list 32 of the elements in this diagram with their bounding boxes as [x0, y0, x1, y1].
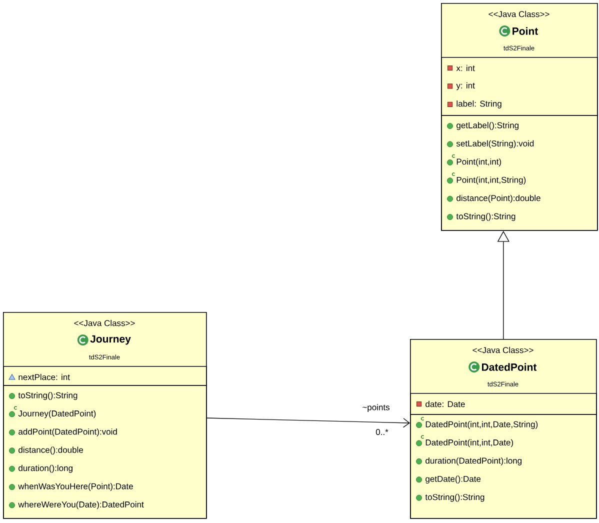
- method-text: toString():String: [18, 392, 78, 400]
- attribute-text: date: Date: [426, 400, 465, 408]
- attribute-text: label: String: [456, 100, 502, 108]
- method-text: toString():String: [456, 213, 516, 221]
- attribute-text: x: int: [456, 64, 475, 72]
- method-text: distance(Point):double: [456, 194, 540, 203]
- stereotype-label: <<Java Class>>: [74, 320, 135, 326]
- method-text: distance():double: [18, 446, 84, 455]
- class-name: DatedPoint: [482, 363, 537, 371]
- method-text: duration(DatedPoint):long: [426, 457, 522, 466]
- arrow: [206, 418, 410, 428]
- method-text: duration():long: [18, 464, 72, 473]
- attribute-text: nextPlace: int: [18, 374, 70, 380]
- method-text: addPoint(DatedPoint):void: [18, 428, 117, 436]
- attribute-text: y: int: [456, 82, 475, 90]
- method-text: getDate():Date: [426, 476, 481, 484]
- stereotype-label: <<Java Class>>: [488, 10, 550, 18]
- method-text: getLabel():String: [456, 122, 518, 130]
- edge-label: ~points: [361, 403, 391, 413]
- method-text: setLabel(String):void: [456, 140, 534, 148]
- method-text: DatedPoint(int,int,Date): [426, 439, 514, 448]
- method-text: Journey(DatedPoint): [18, 410, 96, 418]
- multiplicity-label: 0..*: [376, 429, 388, 435]
- method-text: Point(int,int,String): [456, 176, 526, 185]
- stereotype-label: <<Java Class>>: [472, 346, 534, 354]
- class-name: Journey: [90, 335, 131, 345]
- method-text: DatedPoint(int,int,Date,String): [426, 421, 538, 429]
- method-text: Point(int,int): [456, 158, 502, 166]
- class-name: Point: [512, 27, 538, 35]
- method-text: toString():String: [425, 494, 484, 502]
- method-text: whereWereYou(Date):DatedPoint: [18, 501, 144, 510]
- method-text: whenWasYouHere(Point):Date: [18, 483, 133, 491]
